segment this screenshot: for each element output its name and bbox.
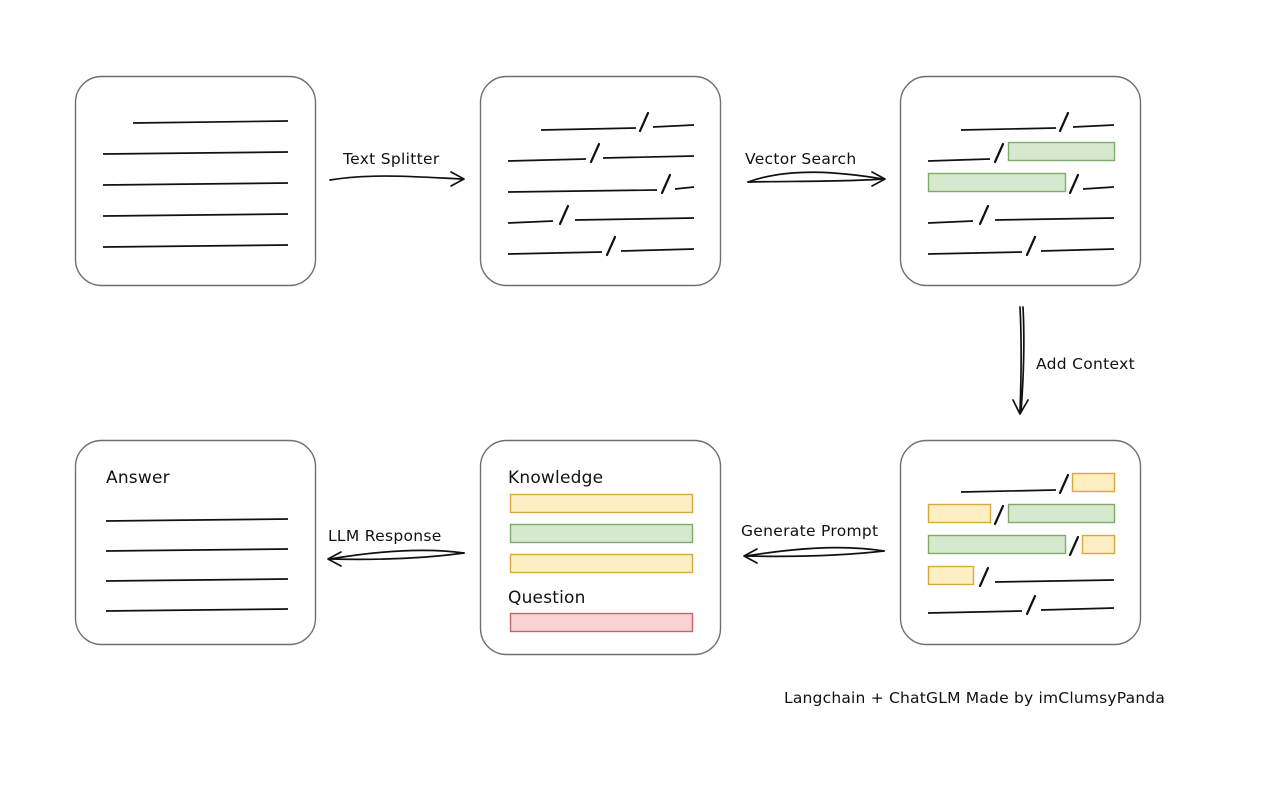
prompt-bar-red [509, 612, 694, 633]
panel-answer[interactable] [74, 439, 317, 646]
edge-generate-prompt[interactable]: Generate Prompt [741, 522, 885, 564]
edge-vector-search[interactable]: Vector Search [745, 150, 886, 187]
edge-label-generate-prompt: Generate Prompt [741, 522, 878, 540]
split-chunks-lines [507, 111, 695, 257]
prompt-bar-yellow [509, 553, 694, 574]
highlight-chip-yellow [1081, 534, 1116, 555]
answer-lines [105, 518, 289, 612]
highlight-chip-yellow [927, 503, 992, 524]
source-document-lines [102, 120, 289, 248]
edge-label-text-splitter: Text Splitter [342, 150, 440, 168]
node-prompt[interactable]: Knowledge Question [479, 439, 722, 656]
context-enriched-chunks-lines [927, 472, 1116, 616]
highlight-chip-yellow [1071, 472, 1116, 493]
highlight-chip-green [927, 172, 1067, 193]
prompt-section-heading-knowledge: Knowledge [508, 468, 603, 488]
prompt-bar-yellow [509, 493, 694, 514]
edge-label-llm-response: LLM Response [328, 527, 442, 545]
node-vector-matched-chunks[interactable] [899, 75, 1142, 287]
node-answer[interactable]: Answer [74, 439, 317, 646]
edge-text-splitter[interactable]: Text Splitter [329, 150, 465, 187]
diagram-caption: Langchain + ChatGLM Made by imClumsyPand… [784, 689, 1165, 707]
vector-matched-chunks-lines [927, 111, 1116, 257]
edge-add-context[interactable]: Add Context [1012, 306, 1135, 415]
node-context-enriched-chunks[interactable] [899, 439, 1142, 646]
node-split-chunks[interactable] [479, 75, 722, 287]
highlight-chip-yellow [927, 565, 975, 586]
prompt-bar-green [509, 523, 694, 544]
node-source-document[interactable] [74, 75, 317, 287]
highlight-chip-green [1007, 503, 1116, 524]
edge-label-vector-search: Vector Search [745, 150, 856, 168]
answer-title: Answer [106, 468, 170, 488]
edge-llm-response[interactable]: LLM Response [327, 527, 465, 567]
highlight-chip-green [927, 534, 1067, 555]
highlight-chip-green [1007, 141, 1116, 162]
panel-split-chunks[interactable] [479, 75, 722, 287]
panel-source-document[interactable] [74, 75, 317, 287]
prompt-section-heading-question: Question [508, 588, 586, 608]
edge-label-add-context: Add Context [1036, 355, 1135, 373]
